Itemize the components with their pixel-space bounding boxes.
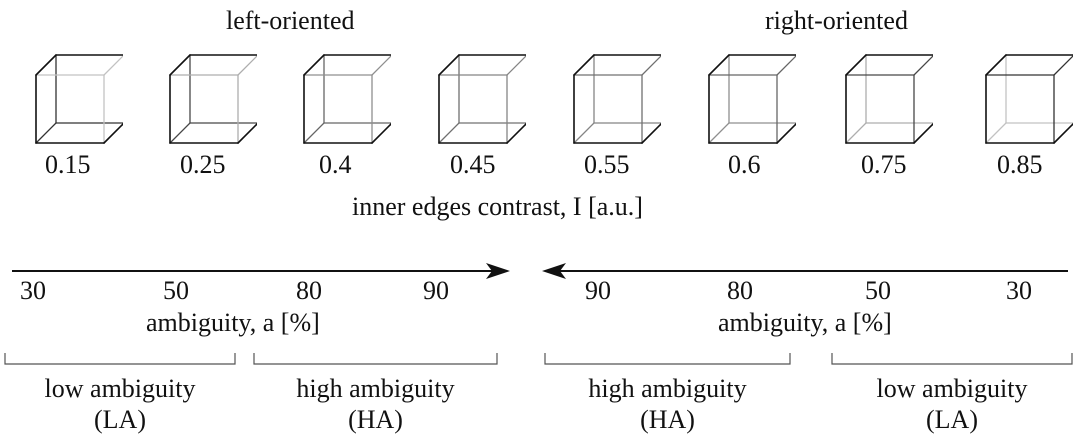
cube-1 [33, 50, 123, 150]
inner-edge-back [708, 122, 730, 144]
ambiguity-tick-left-4: 90 [423, 276, 449, 305]
cube-8 [983, 50, 1073, 150]
outer-edge [641, 122, 661, 144]
ambiguity-arrows [12, 263, 1068, 279]
ambiguity-tick-right-1: 90 [585, 276, 611, 305]
inner-edge-front [237, 55, 257, 76]
category-brackets [4, 353, 1073, 365]
inner-edge-front [776, 55, 796, 76]
category-left-low-line2: (LA) [94, 405, 146, 435]
outer-edge [303, 54, 325, 76]
outer-edge [573, 54, 595, 76]
ambiguity-axis-label-left: ambiguity, a [%] [146, 308, 320, 337]
left-oriented-label: left-oriented [226, 6, 355, 35]
inner-edge-front [506, 55, 526, 76]
category-left-high-line1: high ambiguity [296, 374, 455, 403]
outer-edge [438, 54, 460, 76]
inner-edge-back [438, 122, 460, 144]
ambiguity-tick-left-3: 80 [296, 276, 322, 305]
left-arrow-head [486, 263, 510, 279]
category-left-low-line1: low ambiguity [44, 374, 196, 403]
outer-edge [371, 122, 391, 144]
necker-cube-graphic [438, 54, 526, 144]
contrast-value-2: 0.25 [180, 150, 226, 179]
outer-edge [708, 54, 730, 76]
inner-edge-front [371, 55, 391, 76]
bracket-left-low [4, 353, 236, 365]
cube-3 [301, 50, 391, 150]
cube-4 [436, 50, 526, 150]
ambiguity-tick-left-2: 50 [163, 276, 189, 305]
inner-edge-back [573, 122, 595, 144]
ambiguity-axis-label-right: ambiguity, a [%] [718, 308, 892, 337]
category-right-high-line2: (HA) [640, 405, 695, 435]
inner-edge-back [985, 122, 1007, 144]
outer-edge [776, 122, 796, 144]
inner-edge-back [303, 122, 325, 144]
right-arrow-head [542, 263, 566, 279]
necker-cube-graphic [35, 54, 123, 144]
inner-edge-back [845, 122, 867, 144]
category-left-high: high ambiguity (HA) [254, 373, 497, 435]
inner-edge-front [103, 55, 123, 76]
outer-edge [237, 122, 257, 144]
contrast-value-5: 0.55 [584, 150, 630, 179]
inner-edge-front [641, 55, 661, 76]
category-left-high-line2: (HA) [348, 405, 403, 435]
outer-edge [985, 54, 1007, 76]
necker-cube-graphic [303, 54, 391, 144]
necker-cube-graphic [169, 54, 257, 144]
contrast-value-8: 0.85 [997, 150, 1043, 179]
outer-edge [35, 54, 57, 76]
cube-6 [706, 50, 796, 150]
inner-edge-front [913, 55, 933, 76]
outer-edge [506, 122, 526, 144]
ambiguity-tick-right-2: 80 [727, 276, 753, 305]
category-right-high: high ambiguity (HA) [545, 373, 790, 435]
ambiguity-tick-left-1: 30 [20, 276, 46, 305]
inner-edge-back [169, 122, 191, 144]
necker-cube-graphic [985, 54, 1073, 144]
inner-edge-front [1053, 55, 1073, 76]
contrast-value-1: 0.15 [45, 150, 91, 179]
outer-edge [169, 54, 191, 76]
right-oriented-label: right-oriented [765, 6, 908, 35]
bracket-left-high [253, 353, 498, 365]
necker-cube-graphic [573, 54, 661, 144]
outer-edge [845, 54, 867, 76]
outer-edge [103, 122, 123, 144]
bracket-right-low [831, 353, 1073, 365]
bracket-right-high [544, 353, 791, 365]
contrast-value-4: 0.45 [450, 150, 496, 179]
category-right-low-line2: (LA) [926, 405, 978, 435]
outer-edge [1053, 122, 1073, 144]
contrast-value-7: 0.75 [861, 150, 907, 179]
category-right-high-line1: high ambiguity [588, 374, 747, 403]
inner-edge-back [35, 122, 57, 144]
outer-edge [913, 122, 933, 144]
necker-cube-graphic [845, 54, 933, 144]
contrast-value-3: 0.4 [319, 150, 352, 179]
category-left-low: low ambiguity (LA) [5, 373, 235, 435]
necker-cube-graphic [708, 54, 796, 144]
contrast-value-6: 0.6 [728, 150, 761, 179]
category-right-low-line1: low ambiguity [876, 374, 1028, 403]
ambiguity-tick-right-3: 50 [865, 276, 891, 305]
category-right-low: low ambiguity (LA) [832, 373, 1072, 435]
cube-5 [571, 50, 661, 150]
contrast-axis-label: inner edges contrast, I [a.u.] [352, 192, 643, 221]
ambiguity-tick-right-4: 30 [1006, 276, 1032, 305]
cube-2 [167, 50, 257, 150]
cube-7 [843, 50, 933, 150]
